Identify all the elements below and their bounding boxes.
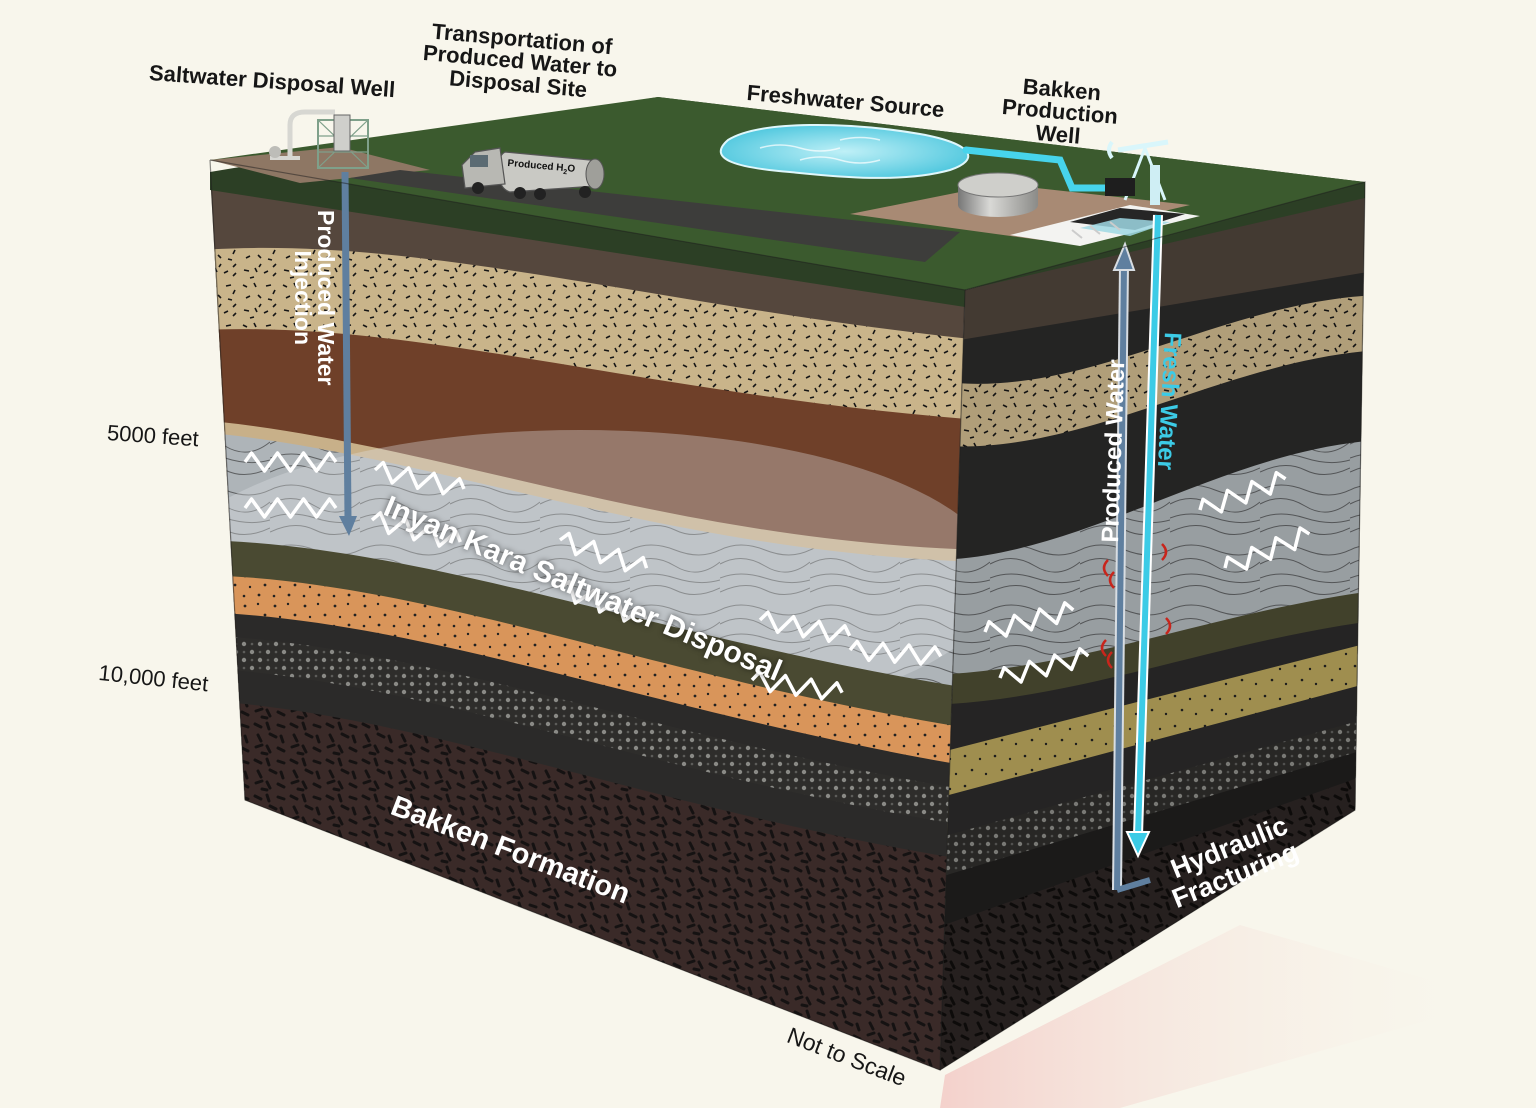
water-truck-icon <box>461 147 605 200</box>
wave-symbol-11 <box>1198 470 1287 514</box>
fracture-marks-icon <box>1100 543 1172 669</box>
wave-symbol-9 <box>983 601 1075 638</box>
truck-label-end: O <box>566 163 576 175</box>
wave-symbol-7 <box>750 670 844 701</box>
injection-pipe <box>339 171 357 536</box>
wave-symbol-12 <box>1223 526 1311 571</box>
wave-symbol-8 <box>848 639 943 666</box>
fresh-water-line <box>1125 214 1163 859</box>
produced-water-line <box>1112 241 1151 893</box>
frac-spread-icon <box>1070 208 1185 239</box>
storage-tank-icon <box>957 172 1039 217</box>
wave-symbol-6 <box>758 610 852 644</box>
saltwater-disposal-well-icon <box>269 109 369 169</box>
injection-label-line1: Produced Water <box>313 210 339 386</box>
wave-symbol-4 <box>558 531 649 573</box>
produced-water-injection-label: Produced Water Injection <box>290 210 339 386</box>
front-face <box>210 172 965 1070</box>
wave-symbol-5 <box>559 580 648 623</box>
injection-label-line2: Injection <box>290 250 316 346</box>
saltwater-wave-symbols <box>243 451 1311 701</box>
wave-symbol-0 <box>243 451 338 473</box>
wave-symbol-10 <box>998 647 1090 684</box>
wave-symbol-3 <box>370 511 462 548</box>
freshwater-pipeline <box>962 146 1124 192</box>
wave-symbol-2 <box>373 460 466 496</box>
floor-shadow <box>940 925 1500 1108</box>
pumpjack-icon <box>1105 139 1169 205</box>
wave-symbol-1 <box>243 497 338 519</box>
freshwater-pond-icon <box>719 123 970 179</box>
bakken-production-well-label: Bakken Production Well <box>999 74 1121 151</box>
haul-road <box>350 170 960 262</box>
